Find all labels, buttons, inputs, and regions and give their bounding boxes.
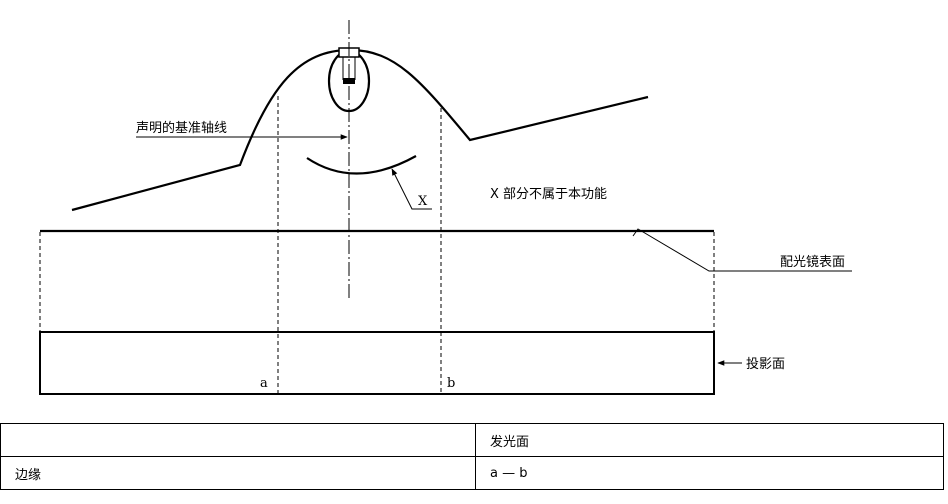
table-cell: a — b: [475, 456, 944, 490]
inner-curve-x: [306, 155, 417, 175]
lens-surface-leader: [632, 228, 852, 272]
table-row: 边缘 a — b: [0, 456, 944, 490]
projection-plane-rect: [39, 331, 715, 395]
table-header-row: 发光面: [0, 423, 944, 457]
reference-axis-label: 声明的基准轴线: [136, 120, 227, 136]
table-header-cell: [0, 423, 476, 457]
x-leader: [391, 168, 432, 210]
projection-plane-label: 投影面: [746, 356, 785, 372]
lamp-projection-diagram: 声明的基准轴线 X X 部分不属于本功能 配光镜表面 投影面 a b: [39, 20, 852, 395]
point-b-label: b: [447, 376, 455, 391]
x-note-label: X 部分不属于本功能: [490, 187, 607, 202]
table-header-cell: 发光面: [475, 423, 944, 457]
bulb-filament: [342, 57, 356, 80]
table-cell: 边缘: [0, 456, 476, 490]
x-mark-label: X: [418, 194, 428, 209]
info-table: 发光面 边缘 a — b: [0, 423, 944, 490]
point-a-label: a: [260, 376, 268, 391]
lens-surface-label: 配光镜表面: [780, 255, 845, 270]
